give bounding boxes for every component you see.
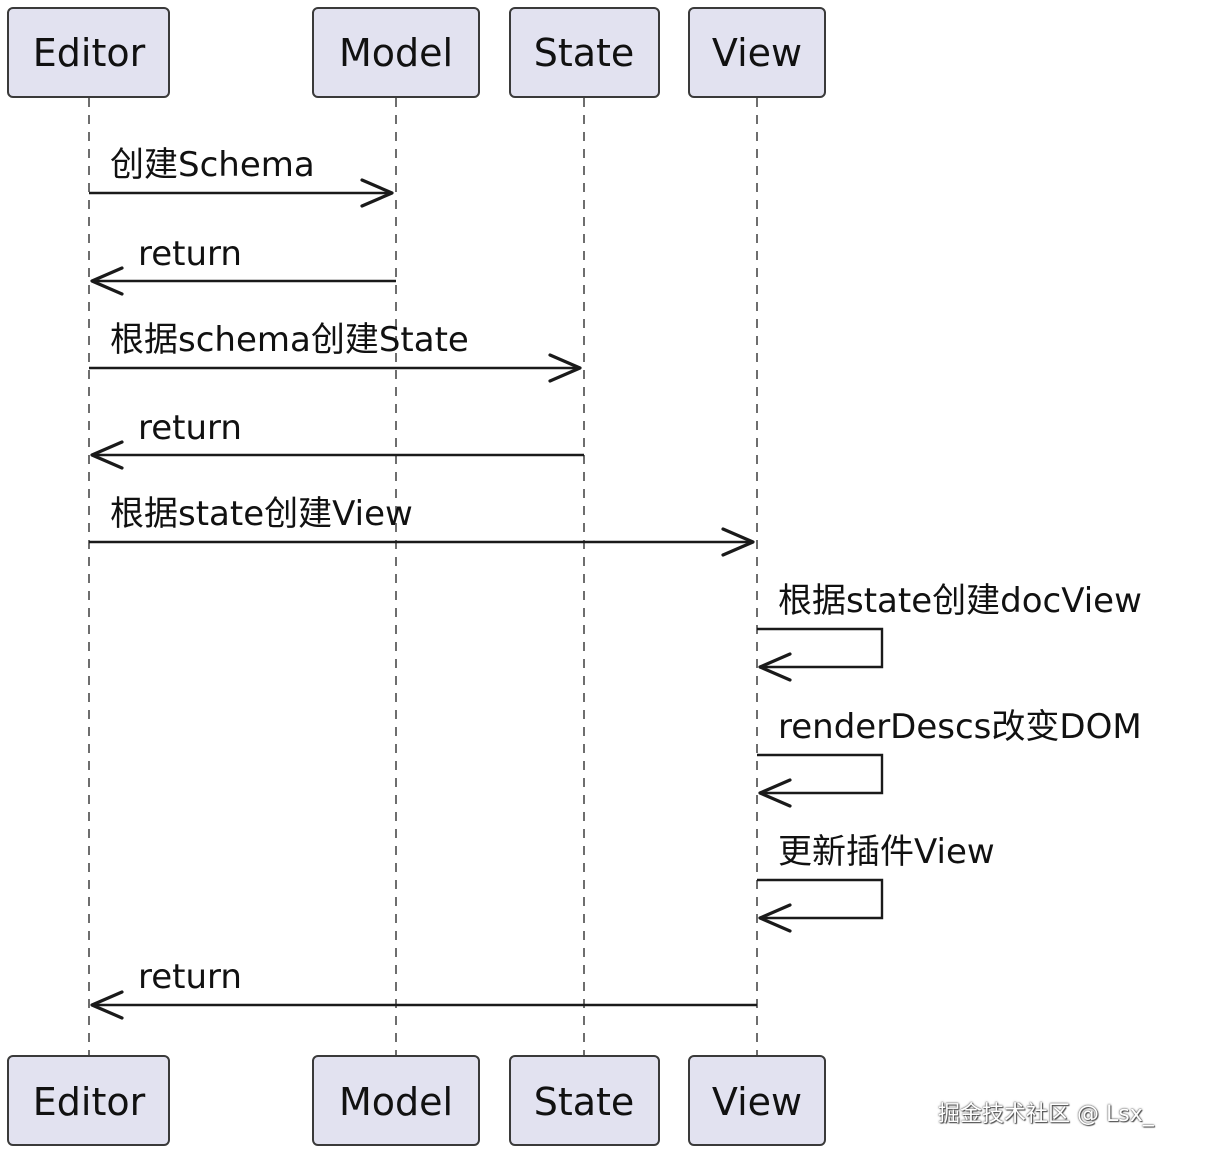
participant-state-bottom: State xyxy=(509,1055,660,1146)
message-label: 更新插件View xyxy=(778,832,995,872)
arrow-head-left xyxy=(758,903,792,933)
message-label: return xyxy=(138,234,242,274)
message-label: return xyxy=(138,957,242,997)
participant-label: Editor xyxy=(33,31,146,75)
message-return-from-view: return xyxy=(90,957,757,1020)
message-create-view: 根据state创建View xyxy=(89,494,755,557)
message-return-from-model: return xyxy=(90,234,396,296)
participant-label: Model xyxy=(339,1080,453,1124)
participant-model-top: Model xyxy=(312,7,480,98)
message-create-state: 根据schema创建State xyxy=(89,320,582,383)
message-render-descs: renderDescs改变DOM xyxy=(757,707,1142,808)
message-label: 根据state创建docView xyxy=(778,581,1142,621)
arrow-head-right xyxy=(548,353,582,383)
participant-label: View xyxy=(712,31,802,75)
message-create-schema: 创建Schema xyxy=(89,145,394,208)
message-update-plugin-view: 更新插件View xyxy=(757,832,995,933)
participant-label: Model xyxy=(339,31,453,75)
message-label: 创建Schema xyxy=(110,145,315,185)
participant-label: State xyxy=(534,31,635,75)
message-label: renderDescs改变DOM xyxy=(778,707,1142,747)
arrow-head-left xyxy=(90,990,124,1020)
participant-view-bottom: View xyxy=(688,1055,826,1146)
arrow-head-right xyxy=(721,527,755,557)
message-label: return xyxy=(138,408,242,448)
message-create-docview: 根据state创建docView xyxy=(757,581,1142,682)
message-label: 根据schema创建State xyxy=(110,320,469,360)
arrow-head-left xyxy=(758,652,792,682)
participant-label: State xyxy=(534,1080,635,1124)
participant-label: View xyxy=(712,1080,802,1124)
participant-state-top: State xyxy=(509,7,660,98)
watermark: 掘金技术社区 @ Lsx_ xyxy=(938,1102,1154,1127)
arrow-head-left xyxy=(758,778,792,808)
participant-model-bottom: Model xyxy=(312,1055,480,1146)
participant-label: Editor xyxy=(33,1080,146,1124)
arrow-head-left xyxy=(90,440,124,470)
message-label: 根据state创建View xyxy=(110,494,413,534)
message-return-from-state: return xyxy=(90,408,584,470)
arrow-head-left xyxy=(90,266,124,296)
participant-editor-top: Editor xyxy=(7,7,170,98)
participant-view-top: View xyxy=(688,7,826,98)
arrow-head-right xyxy=(360,178,394,208)
participant-editor-bottom: Editor xyxy=(7,1055,170,1146)
